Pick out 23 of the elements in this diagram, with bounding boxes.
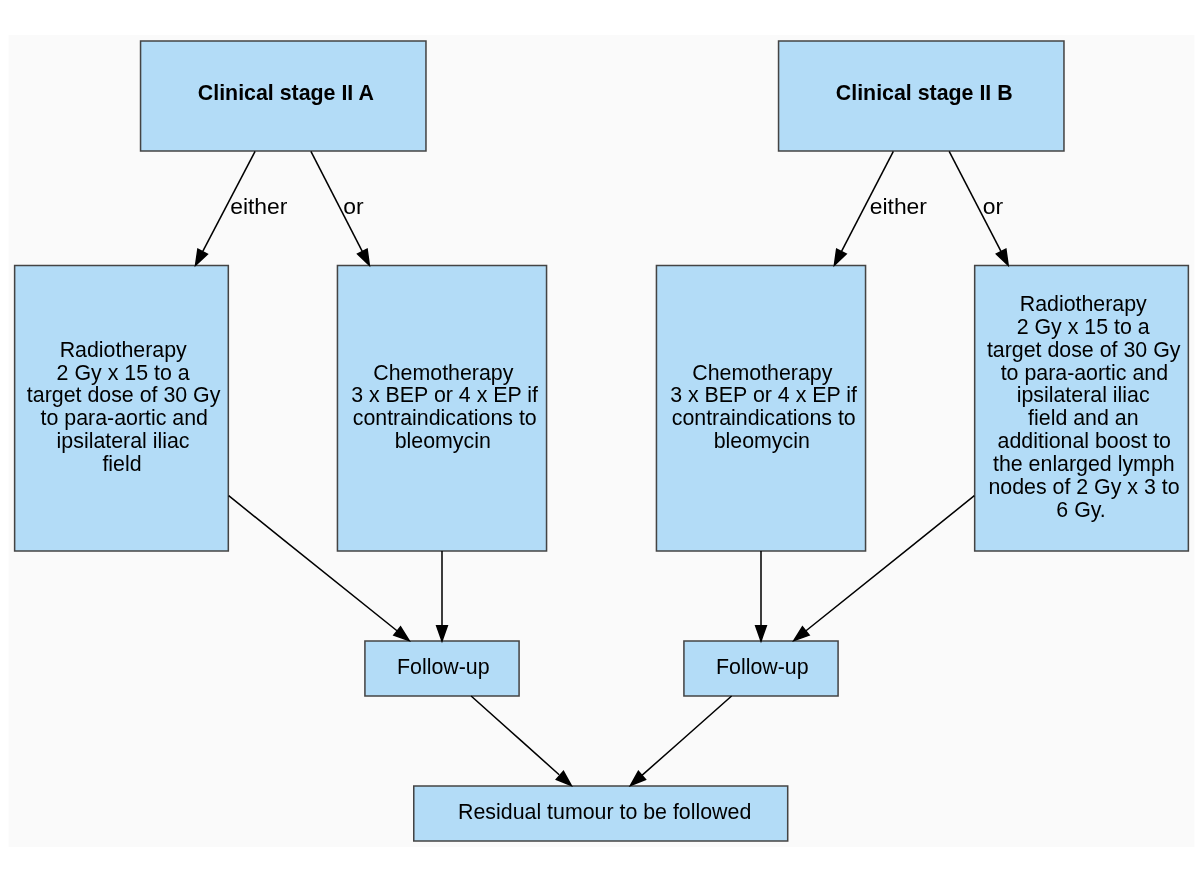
node-box: Clinical stage II A — [139, 39, 427, 152]
arrow — [227, 494, 411, 642]
node-box: Residual tumour to be followed — [413, 784, 789, 842]
arrow — [792, 494, 976, 642]
node-box: Chemotherapy 3 x BEP or 4 x EP if contraindications to bleomycin — [336, 264, 548, 552]
arrow — [310, 150, 371, 267]
edge-label: either — [869, 192, 927, 219]
arrow — [435, 549, 449, 643]
node-box: Radiotherapy 2 Gy x 15 to a target dose of 30 Gy to para-aortic and ipsilateral iliac field — [13, 264, 230, 552]
edge-label: or — [982, 192, 1004, 219]
arrow — [470, 694, 573, 787]
arrow — [628, 694, 733, 787]
arrow — [194, 150, 256, 267]
edge-label: or — [343, 192, 364, 219]
node-box: Clinical stage II B — [777, 39, 1065, 152]
node-box: Chemotherapy 3 x BEP or 4 x EP if contraindications to bleomycin — [655, 264, 867, 552]
arrow — [948, 150, 1010, 267]
node-box: Follow-up — [364, 639, 520, 697]
arrow — [833, 150, 895, 267]
node-box: Follow-up — [683, 639, 839, 697]
node-box: Radiotherapy 2 Gy x 15 to a target dose of 30 Gy to para-aortic and ipsilateral iliac field and an additional boost to the enlarged lymph nodes of 2 Gy x 3 to 6 Gy. — [973, 264, 1190, 552]
edge-label: either — [230, 192, 288, 219]
arrow — [754, 549, 768, 643]
